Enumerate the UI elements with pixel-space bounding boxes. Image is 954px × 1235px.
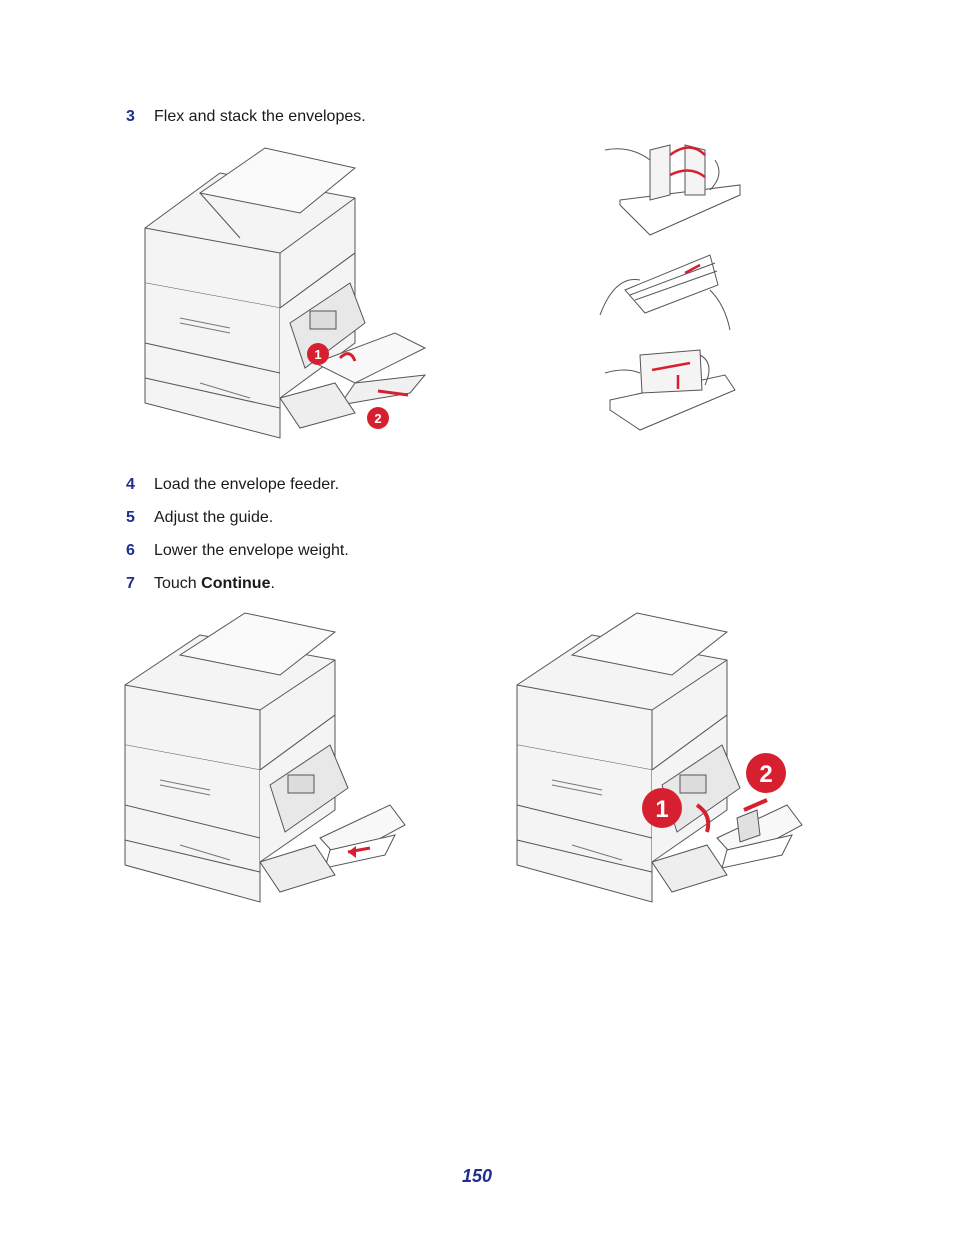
step-number: 3 <box>126 108 135 125</box>
callout-2-badge: 2 <box>367 407 389 429</box>
continue-label: Continue <box>201 575 271 592</box>
callout-1-badge: 1 <box>642 788 682 828</box>
flex-envelopes-illustration <box>599 144 741 431</box>
step-4: 4 Load the envelope feeder. <box>126 475 339 495</box>
step-number: 5 <box>126 509 135 526</box>
printer-mp-feeder-illustration: 1 2 <box>144 147 427 439</box>
step-6: 6 Lower the envelope weight. <box>126 541 349 561</box>
callout-2-badge: 2 <box>746 753 786 793</box>
adjust-guide-weight-illustration: 1 2 <box>516 612 803 903</box>
step-number: 6 <box>126 542 135 559</box>
callout-1-label: 1 <box>314 347 321 362</box>
load-envelope-feeder-illustration <box>124 612 406 903</box>
step-3: 3 Flex and stack the envelopes. <box>126 107 366 127</box>
step-text: Flex and stack the envelopes. <box>154 108 366 125</box>
step-number: 7 <box>126 575 135 592</box>
step-number: 4 <box>126 476 135 493</box>
step-text: Load the envelope feeder. <box>154 476 340 493</box>
step-text: Adjust the guide. <box>154 509 274 526</box>
step-text-prefix: Touch <box>154 575 202 592</box>
callout-1-label: 1 <box>655 796 668 823</box>
callout-2-label: 2 <box>759 761 772 788</box>
step-5: 5 Adjust the guide. <box>126 508 273 528</box>
step-7: 7 Touch Continue. <box>126 574 275 594</box>
step-text: Touch Continue. <box>154 575 275 592</box>
step-text: Lower the envelope weight. <box>154 542 349 559</box>
step-text-suffix: . <box>270 575 275 592</box>
callout-1-badge: 1 <box>307 343 329 365</box>
callout-2-label: 2 <box>374 411 381 426</box>
page-number: 150 <box>461 1166 493 1186</box>
